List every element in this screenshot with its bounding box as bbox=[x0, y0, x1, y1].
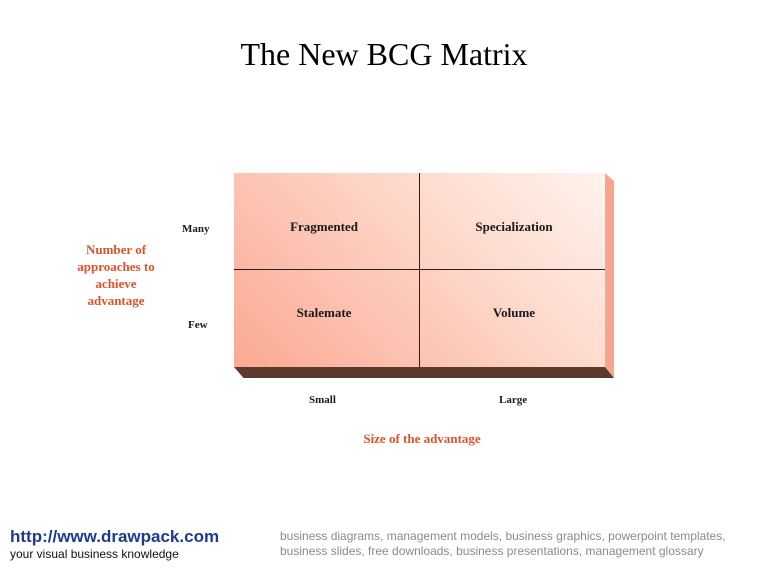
y-axis-title-line: approaches to bbox=[77, 259, 155, 274]
cell-fragmented: Fragmented bbox=[290, 219, 358, 234]
vertical-divider bbox=[419, 173, 420, 367]
x-axis-title: Size of the advantage bbox=[363, 431, 481, 446]
matrix-face: Fragmented Specialization Stalemate Volu… bbox=[234, 173, 605, 367]
footer-link[interactable]: http://www.drawpack.com bbox=[10, 527, 220, 546]
x-tick-large: Large bbox=[499, 394, 528, 406]
y-axis-title-line: Number of bbox=[85, 242, 147, 257]
x-tick-small: Small bbox=[309, 394, 336, 406]
matrix-side-face bbox=[605, 173, 614, 378]
matrix-bottom-face bbox=[234, 367, 614, 378]
cell-volume: Volume bbox=[492, 305, 536, 320]
bcg-matrix: Fragmented Specialization Stalemate Volu… bbox=[234, 173, 614, 378]
y-axis-title: Number of approaches to achieve advantag… bbox=[56, 241, 176, 309]
y-axis-title-line: achieve bbox=[95, 276, 137, 291]
y-tick-many: Many bbox=[182, 223, 210, 235]
y-axis-title-line: advantage bbox=[87, 293, 145, 308]
footer-keywords: business diagrams, management models, bu… bbox=[280, 529, 726, 558]
footer-tagline: your visual business knowledge bbox=[10, 547, 179, 561]
cell-stalemate: Stalemate bbox=[296, 305, 352, 320]
page-title: The New BCG Matrix bbox=[240, 36, 528, 72]
cell-specialization: Specialization bbox=[475, 219, 553, 234]
y-tick-few: Few bbox=[188, 319, 208, 331]
